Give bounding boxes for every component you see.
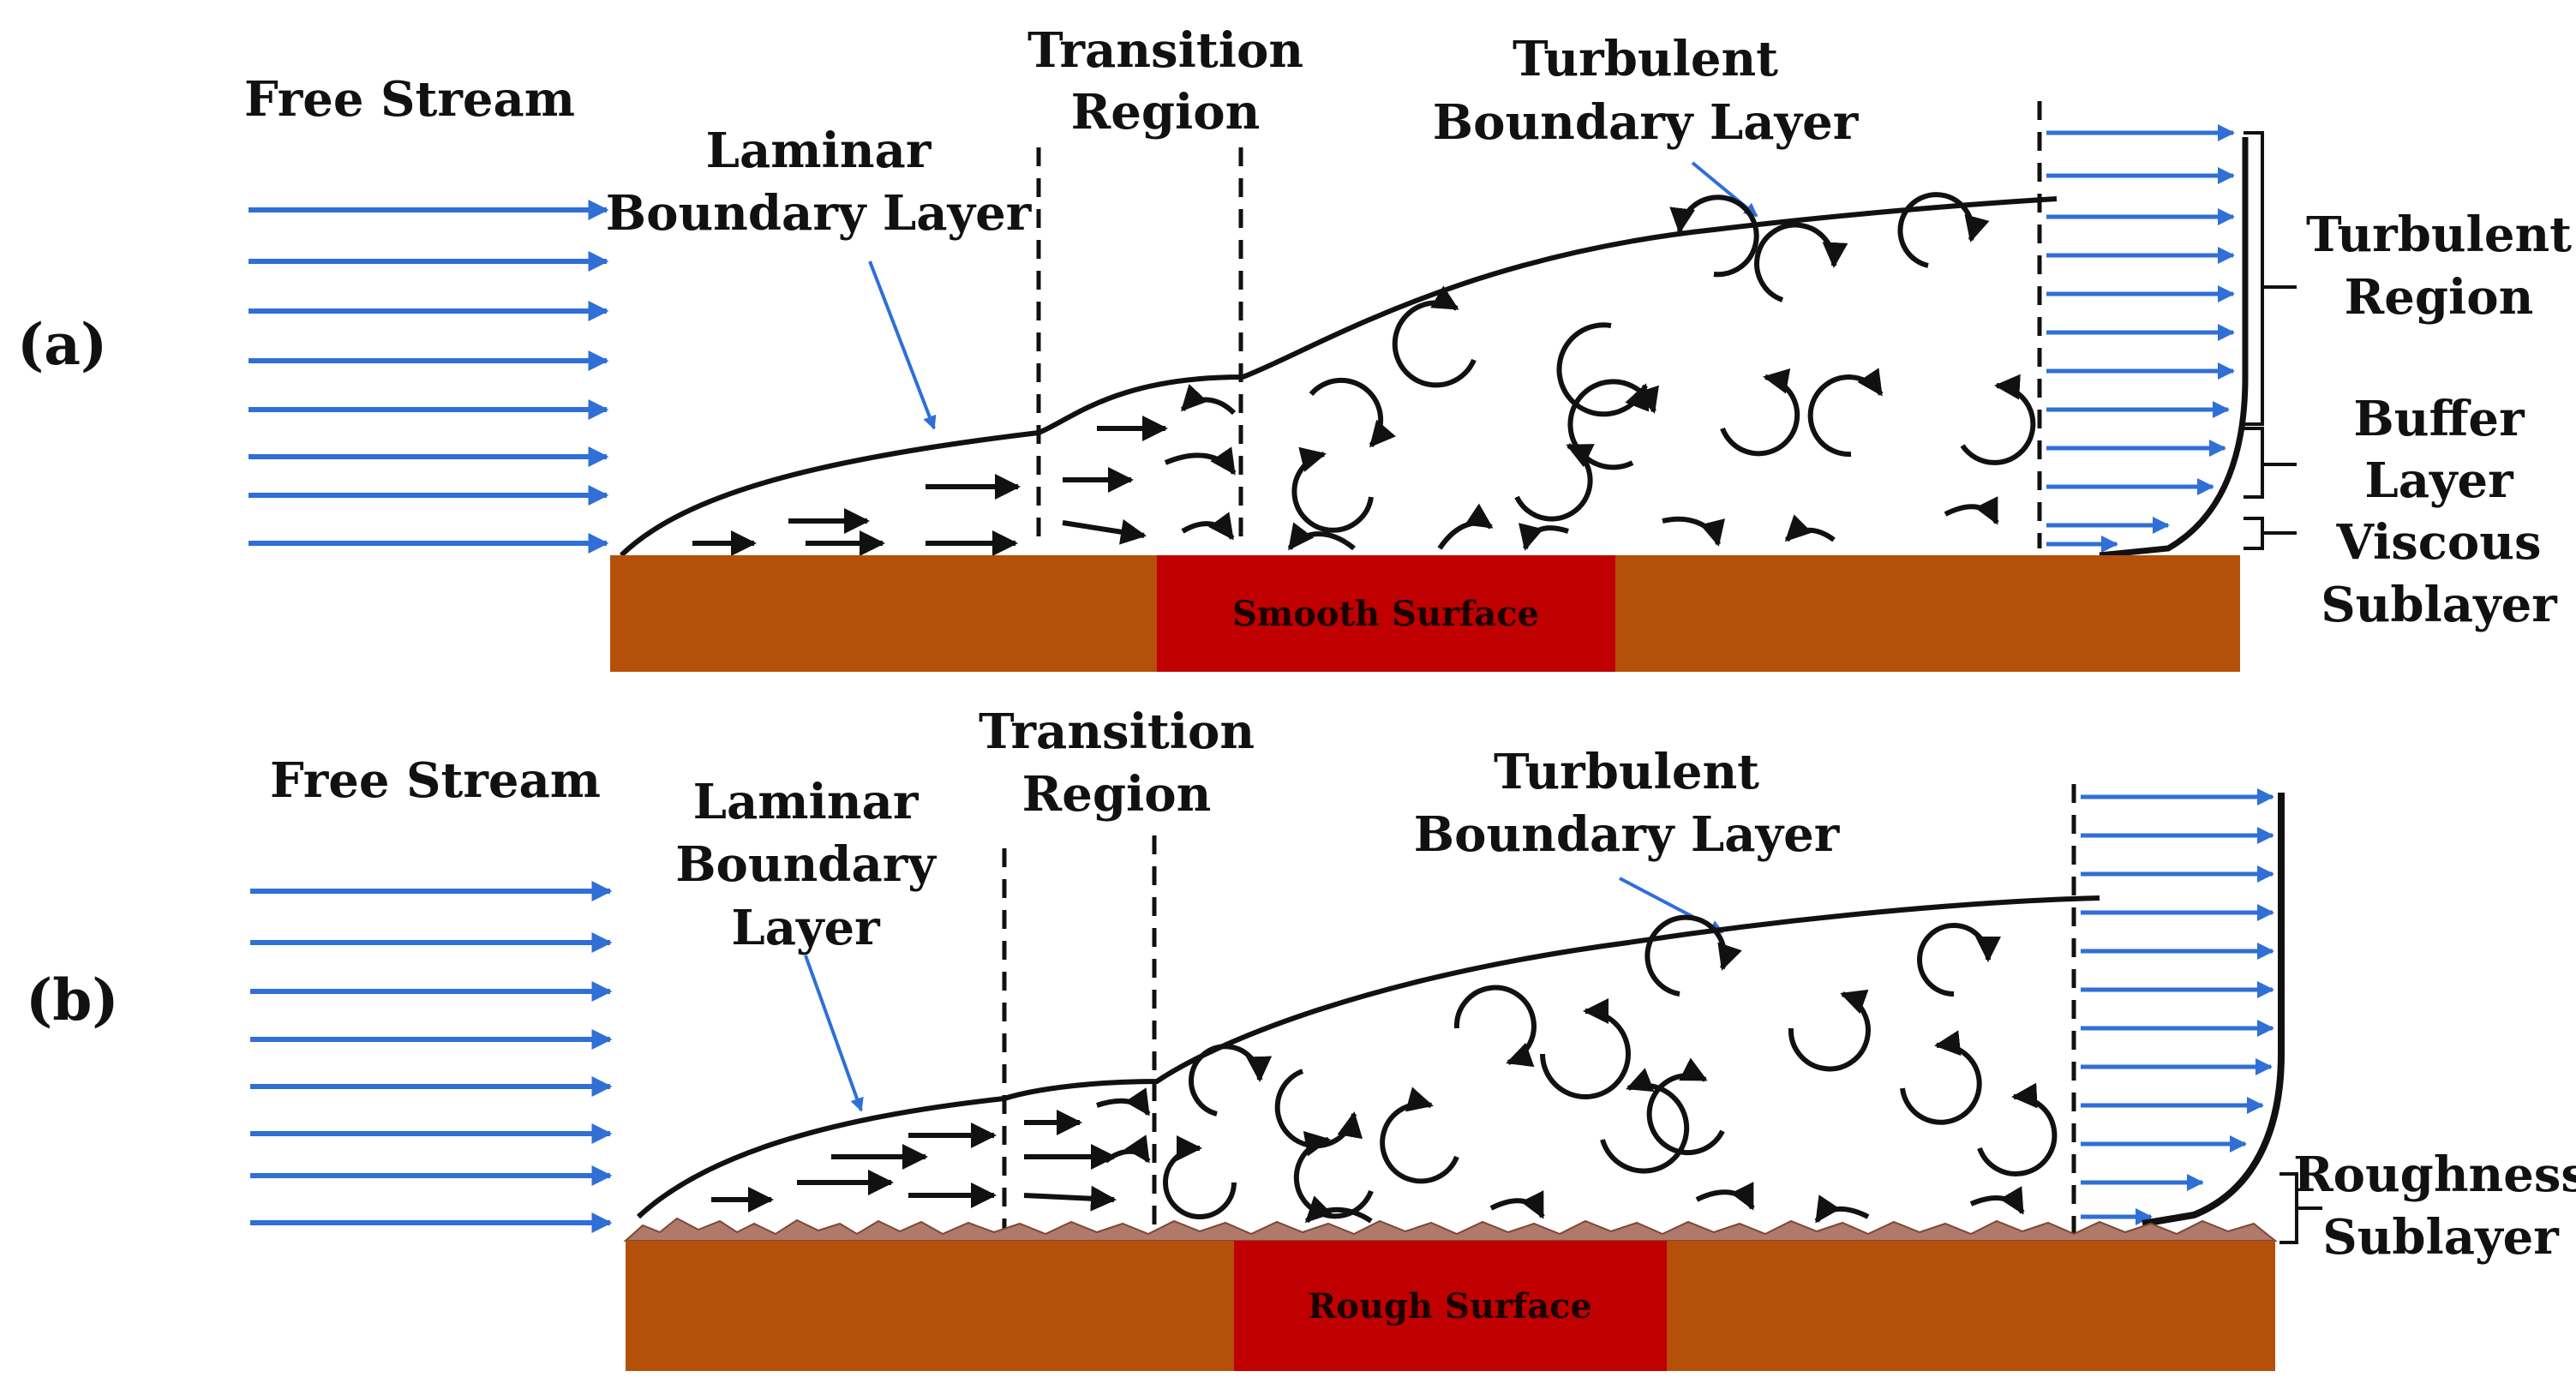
panel-b-surface-label-box (1234, 1241, 1667, 1371)
panel-a-buffer-layer-line1: Buffer (2353, 391, 2525, 447)
panel-a-layer-brackets (2244, 131, 2297, 550)
panel-b-region-dividers (1002, 784, 2076, 1234)
panel-a-transition-eddies (1164, 384, 1237, 541)
panel-a-buffer-layer-line2: Layer (2364, 452, 2514, 509)
panel-a: (a) Free Stream Laminar Boundary Layer T… (17, 22, 2572, 672)
panel-a-laminar-label-line1: Laminar (706, 123, 932, 179)
panel-b-free-stream-arrows (250, 881, 613, 1233)
panel-a-boundary-layer-edge (619, 196, 2058, 558)
panel-a-turbulent-region-line2: Region (2345, 269, 2534, 326)
panel-a-surface-label: Smooth Surface (1232, 594, 1539, 634)
panel-a-laminar-flow-arrows (692, 416, 1168, 556)
panel-a-velocity-profile-curve (2099, 137, 2249, 559)
panel-a-region-dividers (1036, 101, 2042, 548)
panel-a-tag: (a) (17, 311, 107, 378)
panel-b-turbulent-label-line1: Turbulent (1494, 744, 1759, 800)
panel-a-surface-label-box (1157, 555, 1615, 672)
panel-a-viscous-sublayer-line2: Sublayer (2321, 577, 2558, 633)
panel-b-laminar-label-line1: Laminar (693, 774, 920, 830)
panel-a-free-stream-label: Free Stream (244, 71, 575, 128)
panel-a-laminar-label-line2: Boundary Layer (606, 185, 1033, 242)
panel-b-roughness-elements (623, 1217, 2278, 1242)
panel-a-turbulent-label-line2: Boundary Layer (1433, 94, 1860, 151)
panel-a-turbulent-region-line1: Turbulent (2306, 207, 2572, 263)
panel-a-transition-label-line2: Region (1071, 84, 1261, 141)
panel-a-transition-label-line1: Transition (1027, 22, 1303, 79)
panel-a-laminar-pointer (868, 260, 937, 430)
panel-b-velocity-profile-arrows (2081, 788, 2274, 1225)
panel-b-laminar-pointer (804, 955, 864, 1112)
panel-b-turbulent-label-line2: Boundary Layer (1414, 806, 1841, 863)
panel-b-tag: (b) (26, 967, 119, 1033)
panel-b-roughness-bracket (2279, 1172, 2322, 1244)
panel-b-velocity-profile-curve (2142, 793, 2285, 1227)
panel-a-free-stream-arrows (249, 200, 609, 554)
panel-b-transition-eddies (1096, 1087, 1151, 1164)
panel-a-velocity-profile-arrows (2046, 124, 2235, 553)
panel-b-transition-label-line1: Transition (979, 703, 1255, 760)
panel-b-free-stream-label: Free Stream (270, 752, 601, 809)
panel-a-viscous-sublayer-line1: Viscous (2336, 514, 2542, 571)
panel-b-laminar-label-line3: Layer (731, 900, 881, 956)
panel-b-transition-label-line2: Region (1022, 766, 1212, 823)
panel-b-roughness-sublayer-line1: Roughness (2293, 1147, 2576, 1203)
panel-b: (b) Free Stream Laminar Boundary Layer T… (26, 703, 2576, 1371)
panel-b-laminar-label-line2: Boundary (675, 836, 937, 893)
panel-b-surface-label: Rough Surface (1308, 1286, 1592, 1326)
panel-a-turbulent-eddies (1287, 192, 2036, 551)
panel-b-roughness-sublayer-line2: Sublayer (2322, 1209, 2560, 1266)
panel-a-turbulent-label-line1: Turbulent (1513, 31, 1778, 87)
panel-b-laminar-flow-arrows (711, 1110, 1117, 1212)
panel-b-turbulent-eddies (1163, 914, 2058, 1224)
